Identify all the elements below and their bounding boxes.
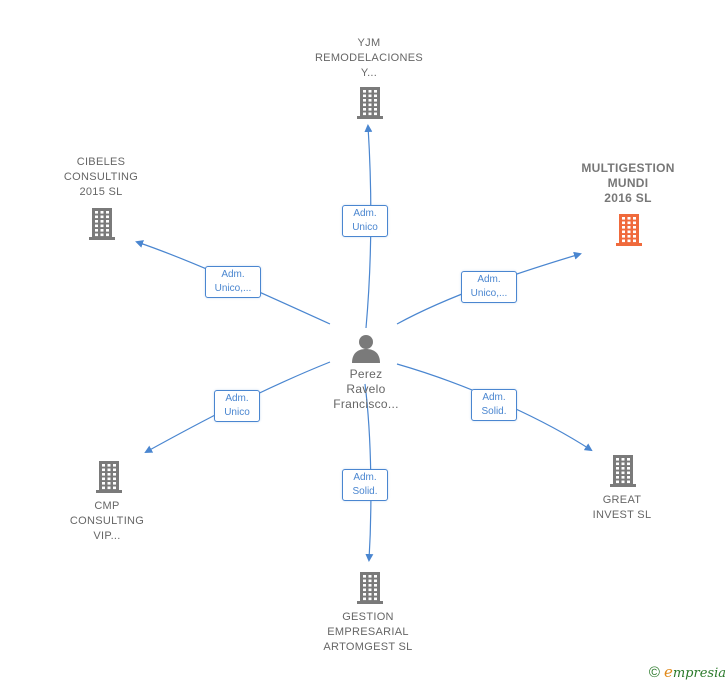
edge-label-line: Adm. (482, 392, 506, 403)
edge-label-line: Unico (352, 222, 378, 233)
edge-label-line: Unico,... (214, 283, 252, 294)
edge-label-line: Solid. (481, 406, 507, 417)
company-label-line: EMPRESARIAL (327, 626, 409, 638)
copyright-symbol: © (648, 663, 660, 681)
company-label-line: MUNDI (607, 176, 649, 190)
company-label-line: CONSULTING (63, 171, 139, 183)
edge-label-line: Solid. (352, 486, 378, 497)
edge-label-line: Adm. (353, 472, 377, 483)
edge-label-line: Adm. (225, 393, 249, 404)
company-label-yjm: YJM REMODELACIONES Y... (304, 36, 434, 81)
company-label-line: CONSULTING (69, 515, 145, 527)
edge-label-cibeles[interactable]: Adm. Unico,... (205, 266, 261, 298)
building-icon (357, 87, 383, 119)
building-icon (616, 214, 642, 246)
company-label-line: CMP (94, 500, 120, 512)
center-person-label: Perez Ravelo Francisco... (301, 367, 431, 412)
company-label-line: MULTIGESTION (581, 161, 675, 175)
company-label-cibeles: CIBELES CONSULTING 2015 SL (36, 155, 166, 200)
company-label-line: 2015 SL (79, 186, 123, 198)
footer-brand: © empresia (649, 663, 726, 681)
company-label-line: GREAT (602, 494, 642, 506)
edge-label-great-invest[interactable]: Adm. Solid. (471, 389, 517, 421)
edge-label-line: Adm. (353, 208, 377, 219)
building-icon (610, 455, 636, 487)
edge-label-line: Unico,... (470, 288, 508, 299)
company-label-gestion: GESTION EMPRESARIAL ARTOMGEST SL (303, 610, 433, 655)
center-name-line-1: Perez (349, 367, 383, 381)
brand-logo[interactable]: empresia (664, 663, 726, 681)
company-label-great-invest: GREAT INVEST SL (557, 493, 687, 523)
company-label-cmp: CMP CONSULTING VIP... (42, 499, 172, 544)
company-label-line: VIP... (93, 530, 121, 542)
company-label-line: Y... (360, 67, 378, 79)
edge-label-multigestion[interactable]: Adm. Unico,... (461, 271, 517, 303)
center-name-line-3: Francisco... (333, 397, 399, 411)
building-icon (89, 208, 115, 240)
person-icon (352, 335, 380, 363)
company-label-line: REMODELACIONES (314, 52, 424, 64)
company-label-line: 2016 SL (604, 191, 652, 205)
company-label-line: INVEST SL (592, 509, 652, 521)
edge-label-line: Adm. (221, 269, 245, 280)
edge-label-line: Adm. (477, 274, 501, 285)
company-label-line: GESTION (342, 611, 394, 623)
edge-label-cmp[interactable]: Adm. Unico (214, 390, 260, 422)
brand-initial: e (663, 663, 673, 681)
edge-label-gestion[interactable]: Adm. Solid. (342, 469, 388, 501)
company-label-line: ARTOMGEST SL (323, 641, 413, 653)
company-label-multigestion: MULTIGESTION MUNDI 2016 SL (563, 161, 693, 206)
company-label-line: CIBELES (76, 156, 126, 168)
edge-label-line: Unico (224, 407, 250, 418)
company-label-line: YJM (357, 37, 381, 49)
center-name-line-2: Ravelo (346, 382, 386, 396)
building-icon (96, 461, 122, 493)
edge-label-yjm[interactable]: Adm. Unico (342, 205, 388, 237)
building-icon (357, 572, 383, 604)
brand-name: mpresia (672, 666, 726, 681)
